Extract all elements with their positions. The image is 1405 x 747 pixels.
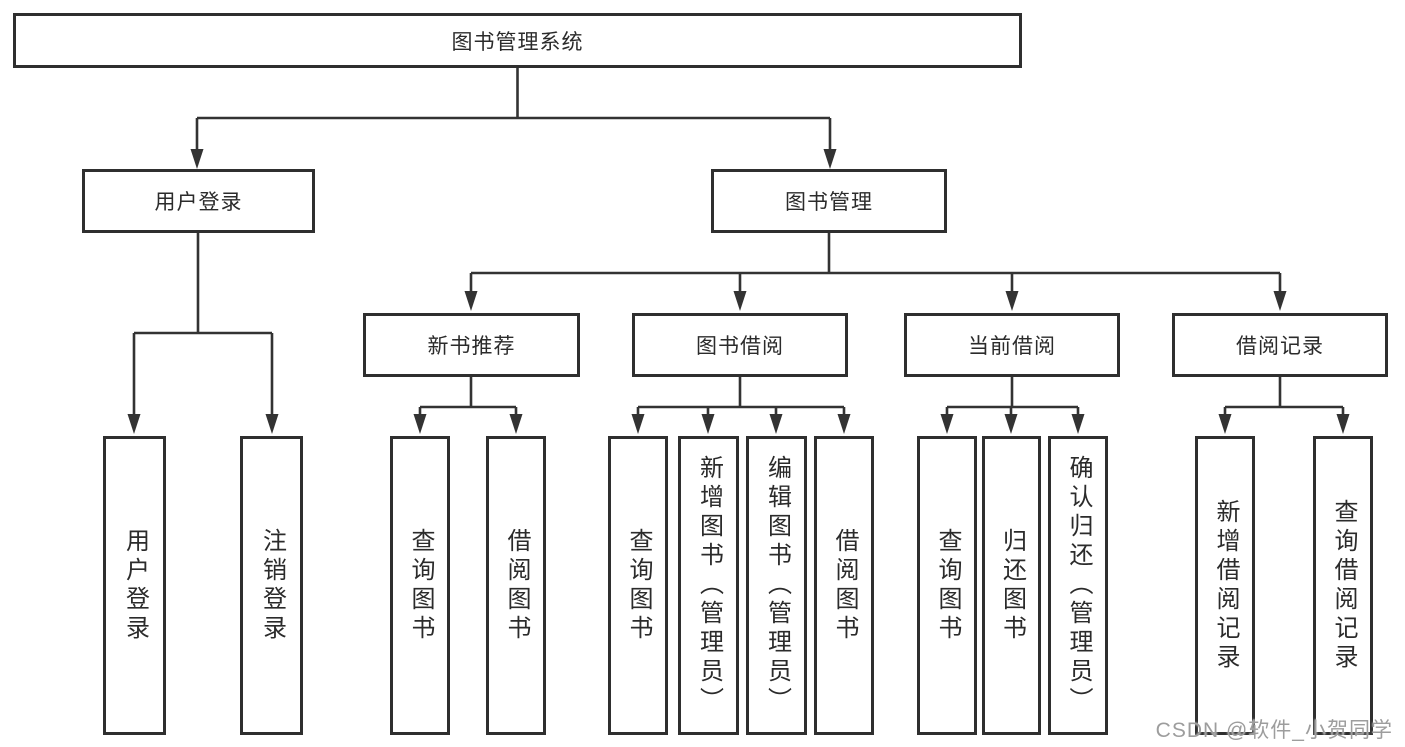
node-label: 查询图书 bbox=[934, 527, 961, 644]
node-label: 图书管理 bbox=[785, 191, 873, 214]
leaf-borrow-books: 借阅图书 bbox=[486, 436, 546, 735]
node-label: 图书管理系统 bbox=[451, 30, 584, 54]
leaf-return-books: 归还图书 bbox=[982, 436, 1041, 735]
leaf-add-books-admin: 新增图书（管理员） bbox=[678, 436, 739, 735]
node-system-root: 图书管理系统 bbox=[13, 13, 1022, 68]
node-label: 新增图书（管理员） bbox=[695, 455, 723, 716]
node-label: 确认归还（管理员） bbox=[1065, 455, 1092, 716]
node-label: 查询借阅记录 bbox=[1330, 498, 1357, 673]
node-label: 注销登录 bbox=[258, 527, 286, 644]
node-label: 查询图书 bbox=[407, 527, 434, 644]
node-label: 新增借阅记录 bbox=[1212, 498, 1239, 673]
node-label: 当前借阅 bbox=[968, 335, 1056, 358]
leaf-add-borrow-record: 新增借阅记录 bbox=[1195, 436, 1255, 735]
node-label: 图书借阅 bbox=[696, 335, 784, 358]
node-label: 归还图书 bbox=[998, 527, 1026, 644]
node-label: 用户登录 bbox=[121, 527, 149, 644]
leaf-query-borrow-record: 查询借阅记录 bbox=[1313, 436, 1373, 735]
node-label: 新书推荐 bbox=[427, 335, 516, 358]
node-current-borrow: 当前借阅 bbox=[904, 313, 1120, 377]
node-label: 编辑图书（管理员） bbox=[763, 455, 791, 716]
arrowheads bbox=[127, 149, 1350, 434]
node-label: 借阅图书 bbox=[831, 527, 858, 644]
csdn-watermark: CSDN @软件_小贺同学 bbox=[1155, 719, 1393, 742]
leaf-borrow-books: 借阅图书 bbox=[814, 436, 874, 735]
leaf-edit-books-admin: 编辑图书（管理员） bbox=[746, 436, 807, 735]
node-book-management: 图书管理 bbox=[711, 169, 947, 233]
leaf-query-books: 查询图书 bbox=[608, 436, 668, 735]
leaf-user-login: 用户登录 bbox=[103, 436, 166, 735]
node-user-login: 用户登录 bbox=[82, 169, 315, 233]
node-borrow-records: 借阅记录 bbox=[1172, 313, 1388, 377]
leaf-logout: 注销登录 bbox=[240, 436, 303, 735]
leaf-confirm-return-admin: 确认归还（管理员） bbox=[1048, 436, 1108, 735]
node-label: 借阅图书 bbox=[503, 527, 530, 644]
leaf-query-books: 查询图书 bbox=[390, 436, 450, 735]
node-label: 查询图书 bbox=[625, 527, 652, 644]
node-label: 借阅记录 bbox=[1236, 335, 1324, 358]
node-label: 用户登录 bbox=[154, 191, 243, 214]
node-new-book-recommend: 新书推荐 bbox=[363, 313, 580, 377]
leaf-query-books: 查询图书 bbox=[917, 436, 977, 735]
node-book-borrow: 图书借阅 bbox=[632, 313, 848, 377]
